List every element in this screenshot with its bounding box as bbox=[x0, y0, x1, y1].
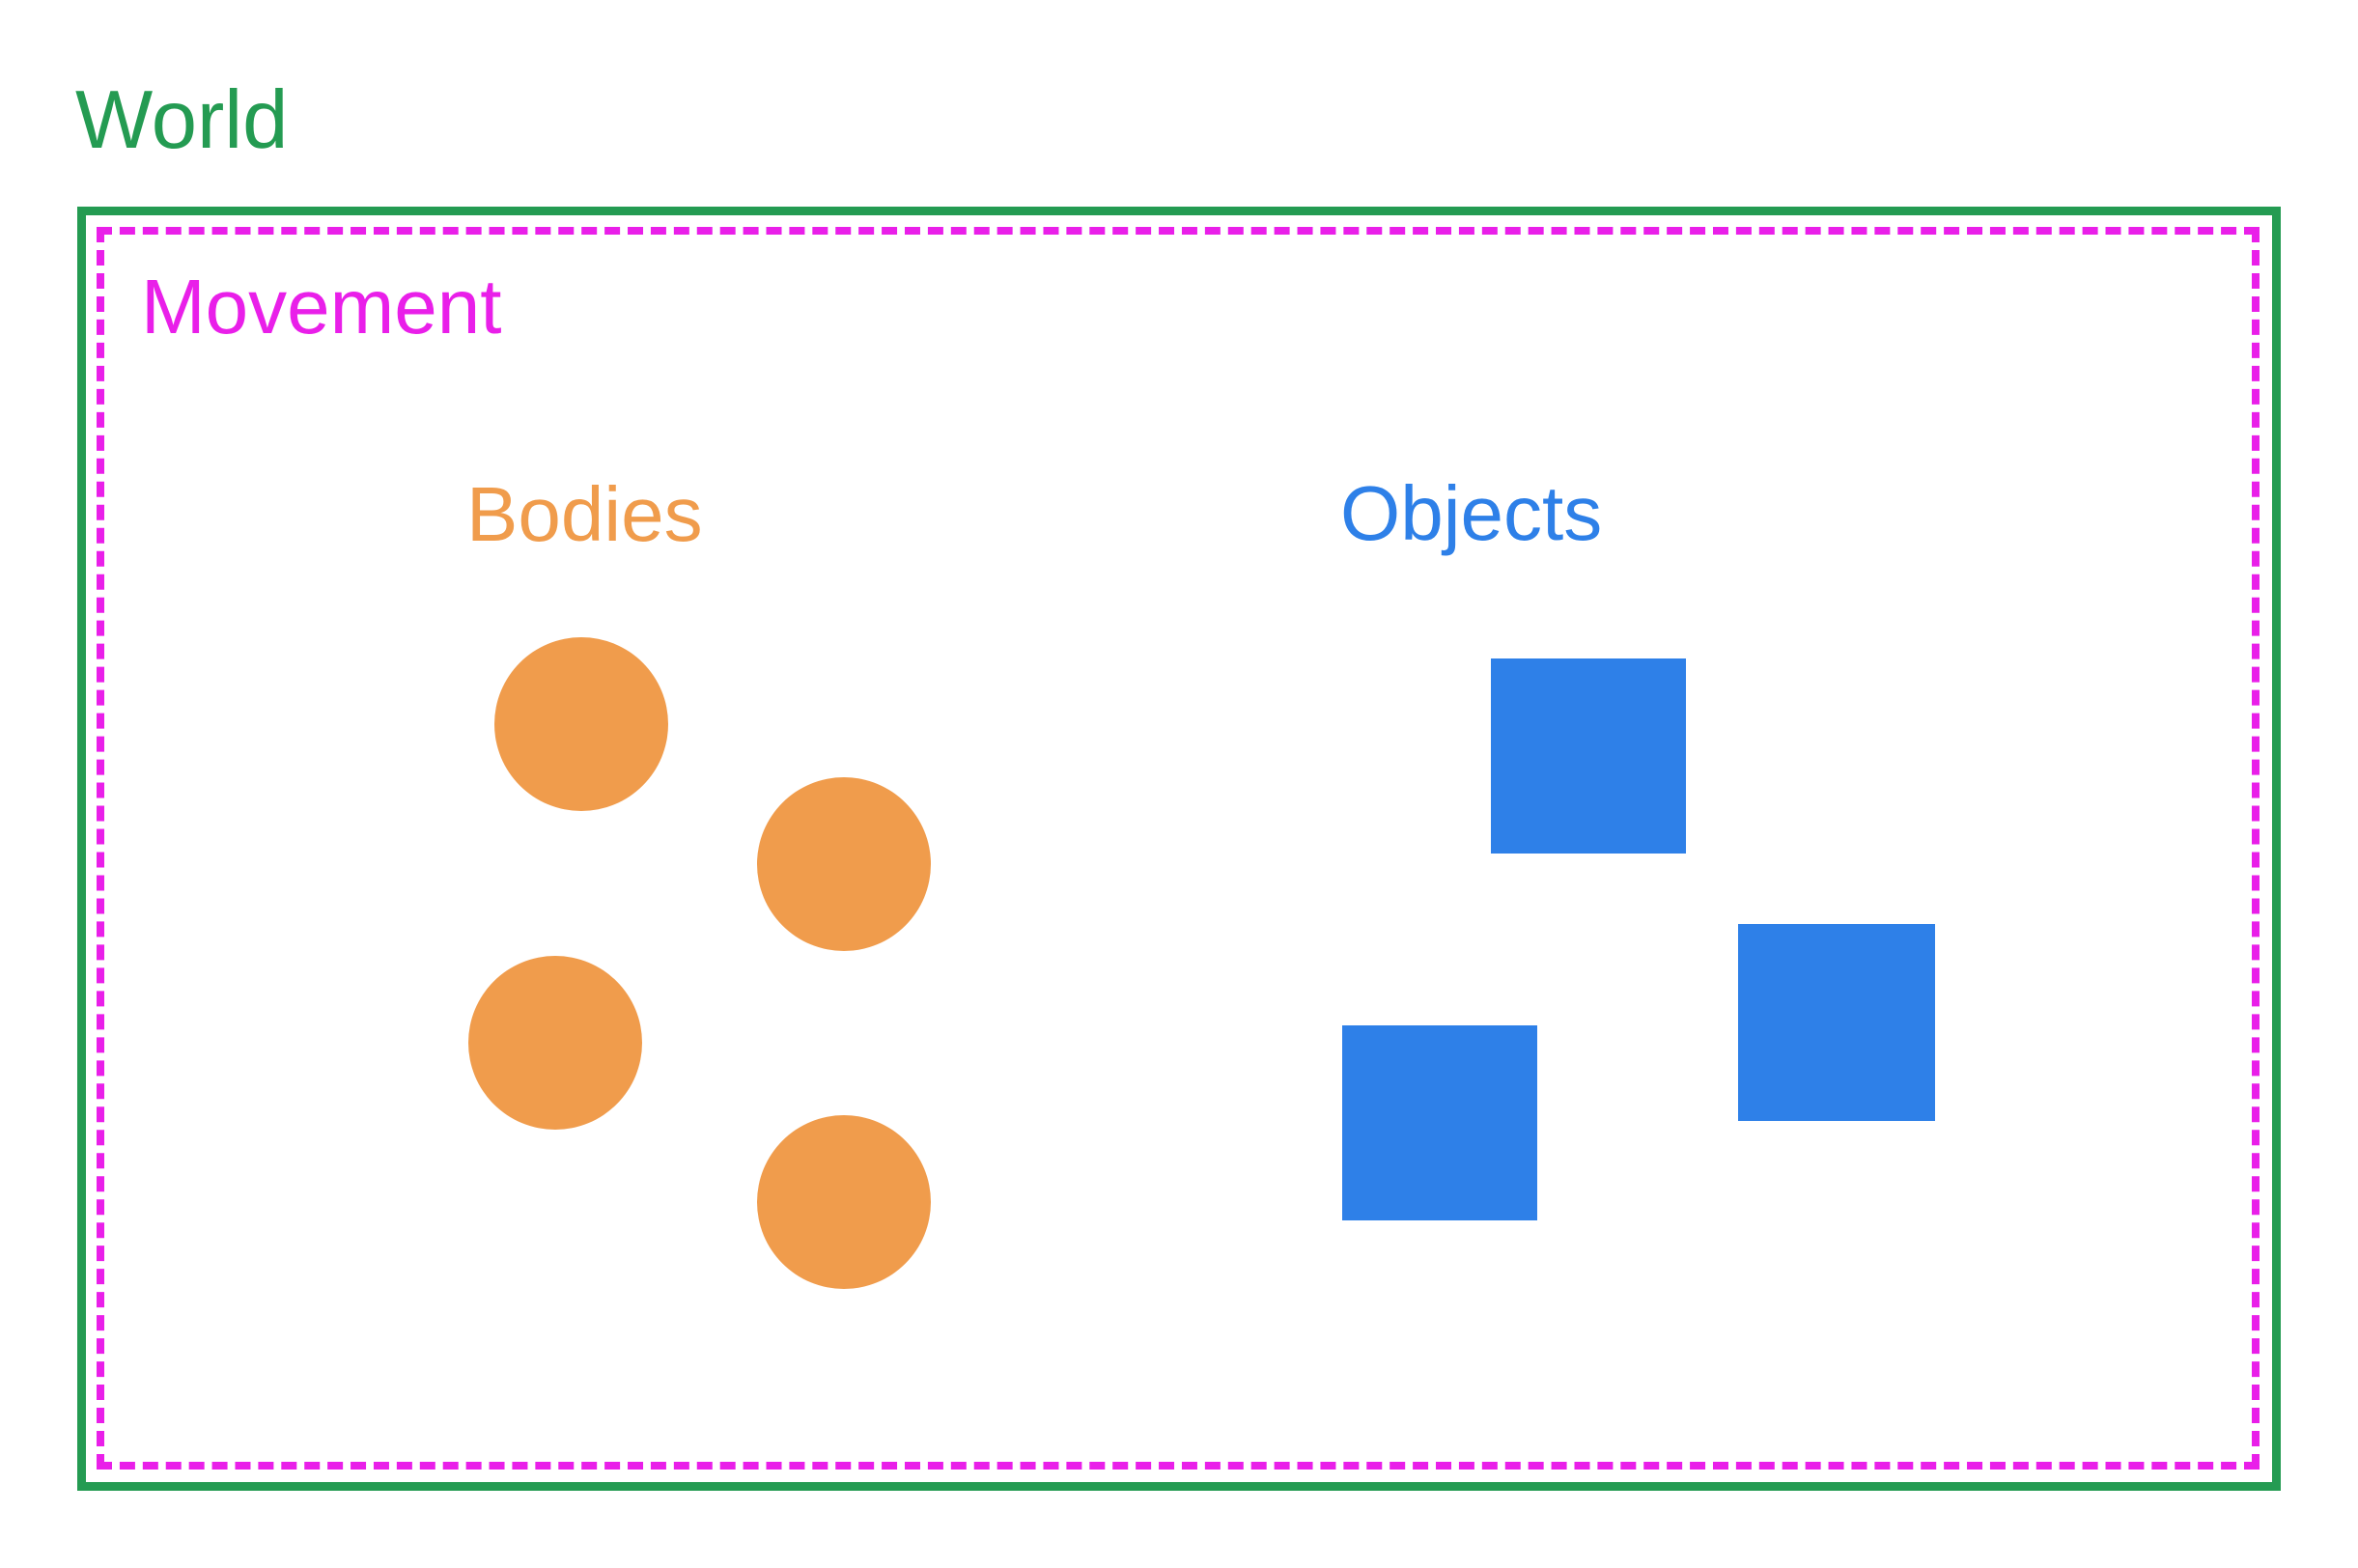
objects-label: Objects bbox=[1340, 470, 1603, 556]
body-circle bbox=[757, 1115, 931, 1289]
object-square bbox=[1491, 658, 1686, 854]
body-circle bbox=[494, 637, 668, 811]
body-circle bbox=[468, 956, 642, 1130]
body-circle bbox=[757, 777, 931, 951]
movement-label: Movement bbox=[141, 264, 502, 350]
bodies-label: Bodies bbox=[466, 471, 703, 557]
movement-box bbox=[97, 227, 2260, 1470]
world-box bbox=[77, 207, 2281, 1491]
object-square bbox=[1342, 1025, 1537, 1220]
object-square bbox=[1738, 924, 1935, 1121]
world-label: World bbox=[75, 74, 289, 166]
